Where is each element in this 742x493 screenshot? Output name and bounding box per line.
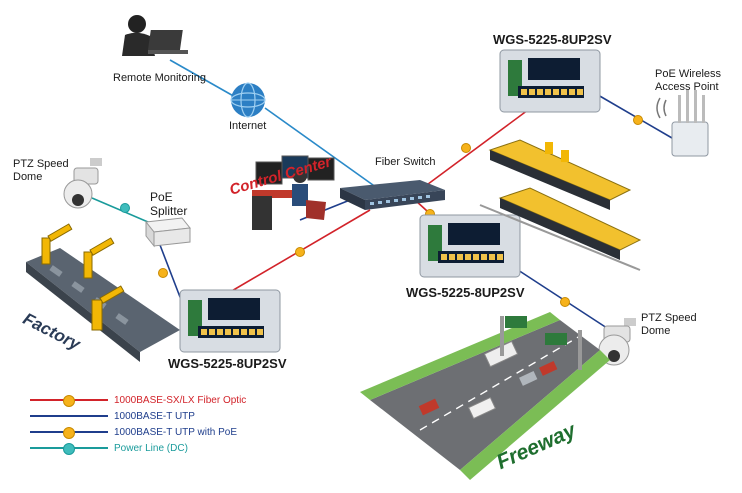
switch-middle-label: WGS-5225-8UP2SV: [406, 285, 525, 300]
ptz-right-label-line2: Dome: [641, 325, 671, 337]
legend-line-fiber: [30, 395, 108, 407]
legend-dot-utp-poe: [63, 427, 75, 439]
remote-monitoring-operator: [122, 15, 188, 56]
control-center-workstation: [252, 155, 335, 230]
legend-item-power: Power Line (DC): [30, 441, 188, 455]
freeway-road: [360, 312, 610, 480]
poe-connector-dot: [633, 115, 643, 125]
internet-globe-icon: [230, 82, 266, 118]
wireless-access-point: [656, 90, 709, 157]
factory-production-line: [26, 223, 180, 362]
poe-splitter-label-line1: PoE: [150, 190, 173, 204]
poe-connector-dot: [158, 268, 168, 278]
legend-label-utp: 1000BASE-T UTP: [114, 410, 195, 422]
access-point-label-line1: PoE Wireless: [655, 68, 722, 80]
trains: [479, 139, 642, 271]
fiber-switch-label: Fiber Switch: [375, 156, 436, 168]
legend-item-utp: 1000BASE-T UTP: [30, 409, 195, 423]
ptz-left-label-line2: Dome: [13, 171, 43, 183]
fiber-switch: [340, 180, 445, 210]
ptz-right-label-line1: PTZ Speed: [641, 312, 697, 324]
internet-link-switch: [264, 107, 381, 191]
legend-line-utp-poe: [30, 427, 108, 439]
poe-splitter-label-line2: Splitter: [150, 204, 188, 218]
managed-switch-bottom: [179, 289, 281, 353]
switch-bottom-label: WGS-5225-8UP2SV: [168, 356, 287, 371]
power-connector-dot: [120, 203, 130, 213]
managed-switch-top: [499, 49, 601, 113]
legend-item-fiber: 1000BASE-SX/LX Fiber Optic: [30, 393, 246, 407]
internet-link-remote: [169, 59, 238, 99]
fiber-connector-dot: [295, 247, 305, 257]
poe-splitter-device: [145, 217, 191, 248]
legend-item-utp-poe: 1000BASE-T UTP with PoE: [30, 425, 237, 439]
legend-label-utp-poe: 1000BASE-T UTP with PoE: [114, 426, 238, 438]
legend-label-fiber: 1000BASE-SX/LX Fiber Optic: [114, 394, 247, 406]
ptz-camera-left: [63, 158, 102, 209]
fiber-connector-dot: [461, 143, 471, 153]
access-point-label-line2: Access Point: [655, 81, 719, 93]
poe-connector-dot: [560, 297, 570, 307]
legend-dot-power: [63, 443, 75, 455]
fiber-link-top-switch: [419, 109, 529, 191]
legend-line-utp: [30, 415, 108, 417]
ptz-left-label-line1: PTZ Speed: [13, 158, 69, 170]
managed-switch-middle: [419, 214, 521, 278]
legend-dot-fiber: [63, 395, 75, 407]
switch-top-label: WGS-5225-8UP2SV: [493, 32, 612, 47]
internet-label: Internet: [229, 120, 267, 132]
legend-label-power: Power Line (DC): [114, 442, 188, 454]
remote-monitoring-label: Remote Monitoring: [113, 72, 206, 84]
legend-line-power: [30, 443, 108, 455]
